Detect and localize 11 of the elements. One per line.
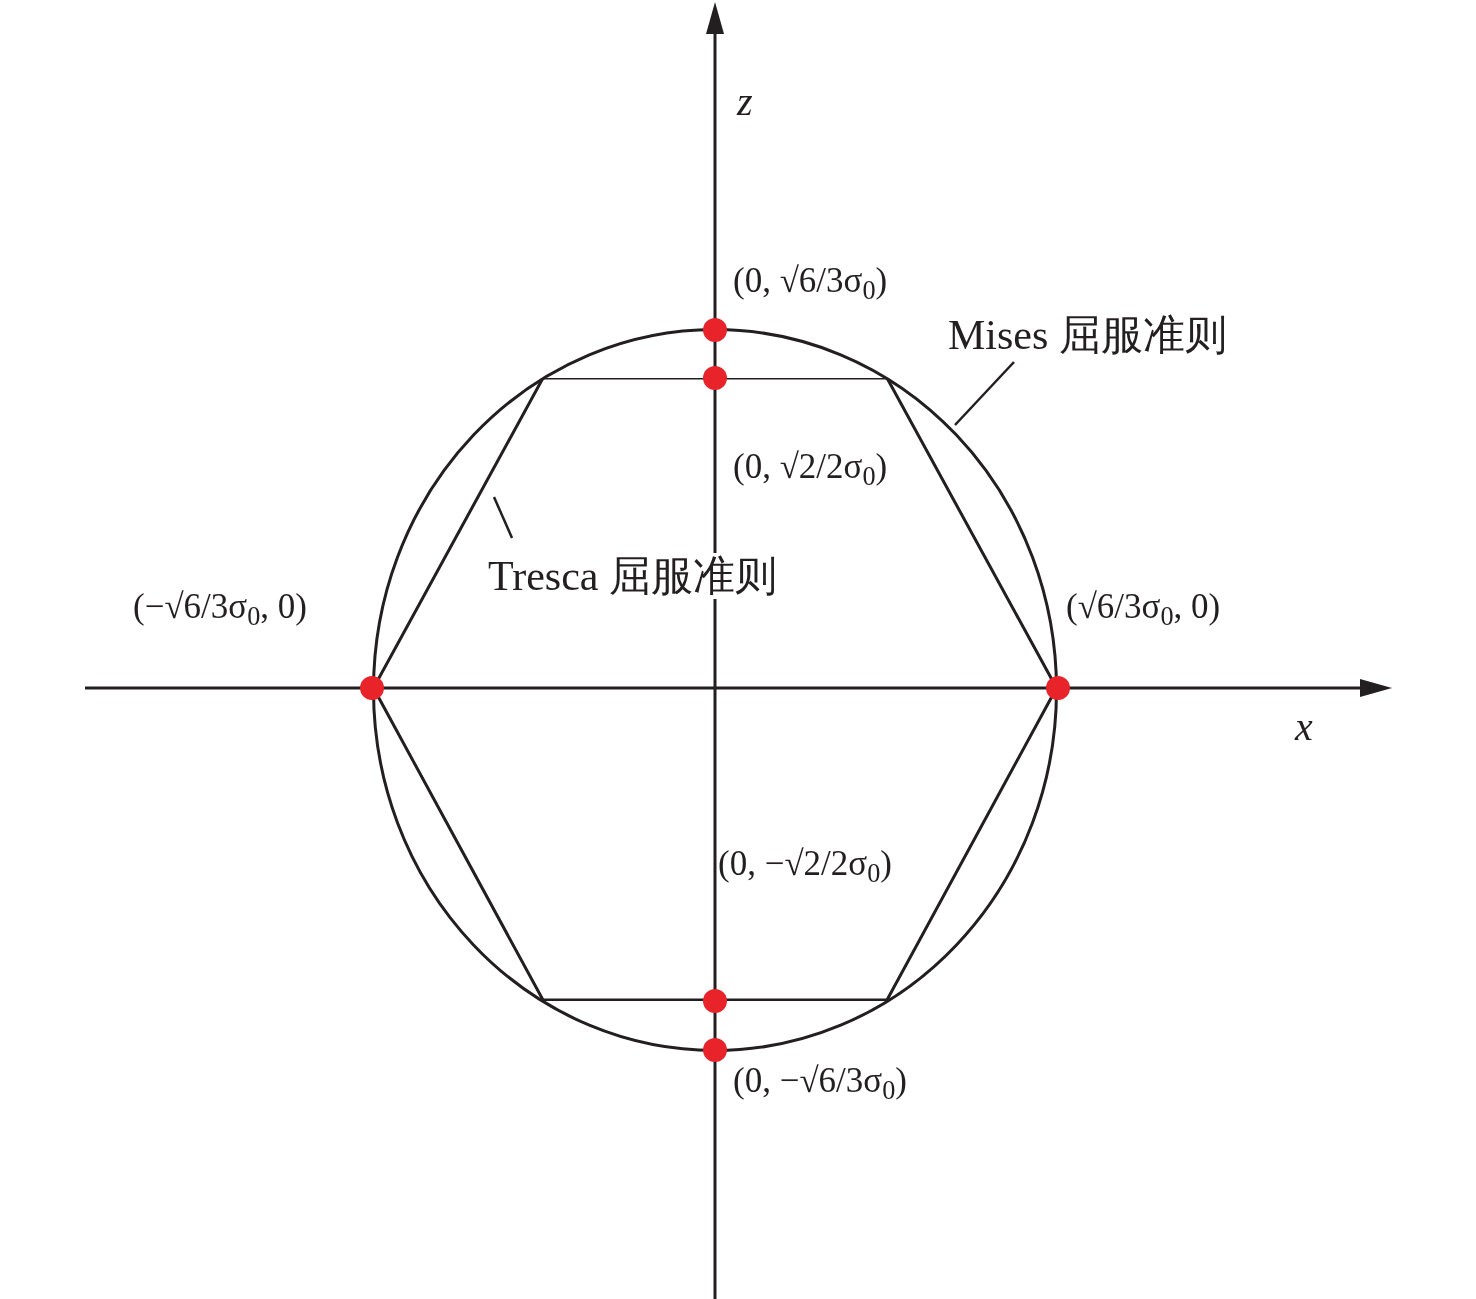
coordinate-label: (0, −√2/2σ$_{0}$) <box>718 845 892 884</box>
axis-label: x <box>1295 705 1313 749</box>
leader-line <box>954 361 1015 426</box>
coordinate-label: (0, √2/2σ$_{0}$) <box>733 448 888 487</box>
coordinate-label: (0, −√6/3σ$_{0}$) <box>733 1062 907 1101</box>
coordinate-label: (0, √6/3σ$_{0}$) <box>733 262 888 301</box>
criterion-label: Tresca 屈服准则 <box>488 553 777 600</box>
leader-line <box>492 496 514 539</box>
axis-label: z <box>737 80 753 124</box>
coordinate-label: (√6/3σ$_{0}$, 0) <box>1066 588 1221 627</box>
coordinate-label: (−√6/3σ$_{0}$, 0) <box>133 588 307 627</box>
